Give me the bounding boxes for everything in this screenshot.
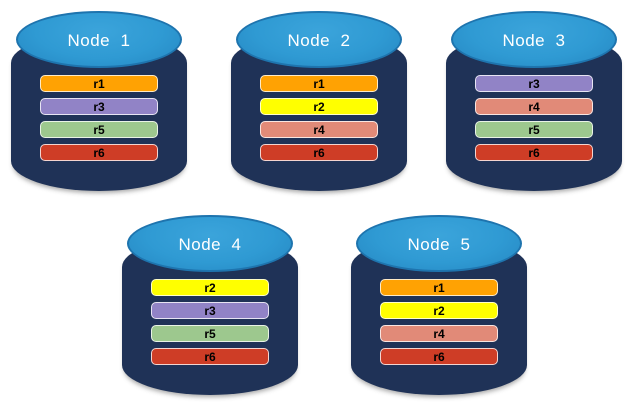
replica-bar-r1: r1 bbox=[260, 75, 378, 92]
node-3-top-ellipse: Node 3 bbox=[451, 11, 617, 68]
node-5-top-ellipse: Node 5 bbox=[356, 215, 522, 272]
node-2-replica-list: r1 r2 r4 r6 bbox=[231, 75, 407, 161]
replica-bar-r5: r5 bbox=[40, 121, 158, 138]
node-1-replica-list: r1 r3 r5 r6 bbox=[11, 75, 187, 161]
replica-bar-r6: r6 bbox=[475, 144, 593, 161]
replica-bar-r2: r2 bbox=[151, 279, 269, 296]
node-1-top-ellipse: Node 1 bbox=[16, 11, 182, 68]
replica-bar-r6: r6 bbox=[260, 144, 378, 161]
node-5-label: Node 5 bbox=[407, 234, 471, 254]
replica-bar-r3: r3 bbox=[475, 75, 593, 92]
node-2-cylinder: Node 2 r1 r2 r4 r6 bbox=[231, 9, 407, 191]
node-5-cylinder: Node 5 r1 r2 r4 r6 bbox=[351, 213, 527, 395]
replica-bar-r5: r5 bbox=[151, 325, 269, 342]
replica-bar-r6: r6 bbox=[380, 348, 498, 365]
node-2-top-ellipse: Node 2 bbox=[236, 11, 402, 68]
replica-bar-r6: r6 bbox=[40, 144, 158, 161]
node-2-label: Node 2 bbox=[287, 30, 351, 50]
node-3-replica-list: r3 r4 r5 r6 bbox=[446, 75, 622, 161]
replica-bar-r5: r5 bbox=[475, 121, 593, 138]
node-3-label: Node 3 bbox=[502, 30, 566, 50]
replica-bar-r6: r6 bbox=[151, 348, 269, 365]
replica-bar-r2: r2 bbox=[260, 98, 378, 115]
replica-bar-r3: r3 bbox=[151, 302, 269, 319]
replica-bar-r1: r1 bbox=[380, 279, 498, 296]
node-5-replica-list: r1 r2 r4 r6 bbox=[351, 279, 527, 365]
node-3-cylinder: Node 3 r3 r4 r5 r6 bbox=[446, 9, 622, 191]
node-4-cylinder: Node 4 r2 r3 r5 r6 bbox=[122, 213, 298, 395]
replica-bar-r4: r4 bbox=[475, 98, 593, 115]
node-4-top-ellipse: Node 4 bbox=[127, 215, 293, 272]
node-1-cylinder: Node 1 r1 r3 r5 r6 bbox=[11, 9, 187, 191]
replica-bar-r2: r2 bbox=[380, 302, 498, 319]
replica-bar-r4: r4 bbox=[380, 325, 498, 342]
node-1-label: Node 1 bbox=[67, 30, 131, 50]
replica-bar-r4: r4 bbox=[260, 121, 378, 138]
replica-bar-r1: r1 bbox=[40, 75, 158, 92]
node-4-label: Node 4 bbox=[178, 234, 242, 254]
node-4-replica-list: r2 r3 r5 r6 bbox=[122, 279, 298, 365]
replica-bar-r3: r3 bbox=[40, 98, 158, 115]
